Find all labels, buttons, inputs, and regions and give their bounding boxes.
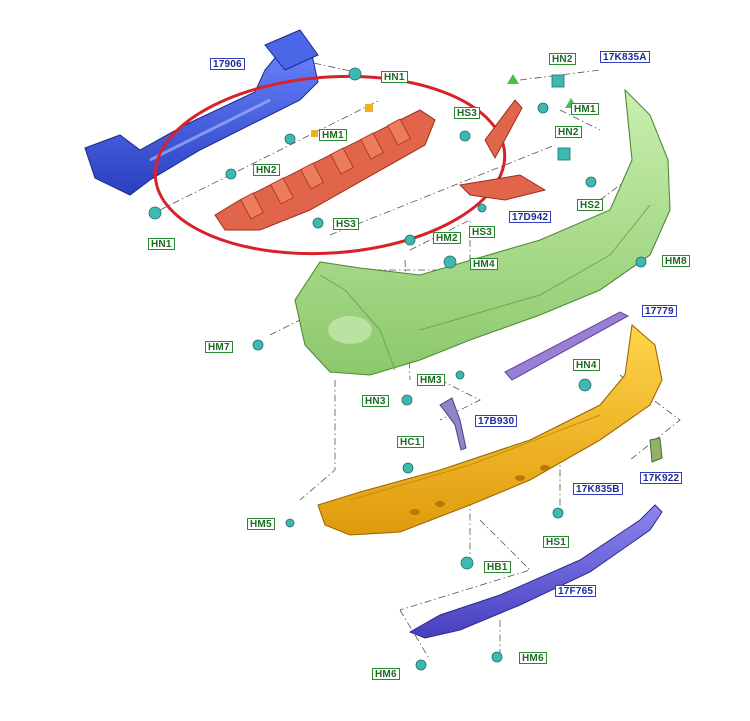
- label-hm6-right: HM6: [519, 652, 547, 664]
- label-hm6-left: HM6: [372, 668, 400, 680]
- label-17k835b: 17K835B: [573, 483, 623, 495]
- lower-bumper-cover-17k835b: [317, 323, 663, 536]
- reinforcement-beam-17906: [84, 29, 319, 196]
- label-hm4: HM4: [470, 258, 498, 270]
- energy-absorber: [214, 109, 436, 231]
- label-17906: 17906: [210, 58, 245, 70]
- part-17k922: [649, 437, 663, 463]
- label-17f765: 17F765: [555, 585, 597, 597]
- label-hs2: HS2: [577, 199, 604, 211]
- label-hm7: HM7: [205, 341, 233, 353]
- label-17d942: 17D942: [509, 211, 552, 223]
- label-hs3-mid: HS3: [333, 218, 360, 230]
- label-hs1: HS1: [543, 536, 570, 548]
- label-hm1-left: HM1: [319, 129, 347, 141]
- label-17b930: 17B930: [475, 415, 518, 427]
- clip-icons: [148, 67, 647, 671]
- label-hn2-right: HN2: [555, 126, 582, 138]
- marker-icons: [311, 74, 577, 137]
- label-hn1-left: HN1: [148, 238, 175, 250]
- label-hn4: HN4: [573, 359, 600, 371]
- label-17779: 17779: [642, 305, 677, 317]
- label-17k835a: 17K835A: [600, 51, 650, 63]
- label-hc1: HC1: [397, 436, 424, 448]
- side-bracket-right-upper: [484, 99, 523, 160]
- valance-17f765: [408, 504, 663, 639]
- side-bracket-17d942: [458, 174, 547, 201]
- label-hn2-top: HN2: [549, 53, 576, 65]
- upper-bumper-cover-17k835a: [294, 88, 671, 376]
- label-hm1-right: HM1: [571, 103, 599, 115]
- label-hn1-top: HN1: [381, 71, 408, 83]
- label-hb1: HB1: [484, 561, 511, 573]
- label-hm2: HM2: [433, 232, 461, 244]
- label-hm5: HM5: [247, 518, 275, 530]
- bracket-17b930: [439, 397, 467, 451]
- trim-strip-17779: [504, 311, 630, 381]
- label-hm8: HM8: [662, 255, 690, 267]
- label-17k922: 17K922: [640, 472, 683, 484]
- label-hm3: HM3: [417, 374, 445, 386]
- label-hn3: HN3: [362, 395, 389, 407]
- label-hs3-top: HS3: [454, 107, 481, 119]
- label-hs3-right: HS3: [469, 226, 496, 238]
- label-hn2-mid: HN2: [253, 164, 280, 176]
- highlight-ellipse: [153, 74, 507, 256]
